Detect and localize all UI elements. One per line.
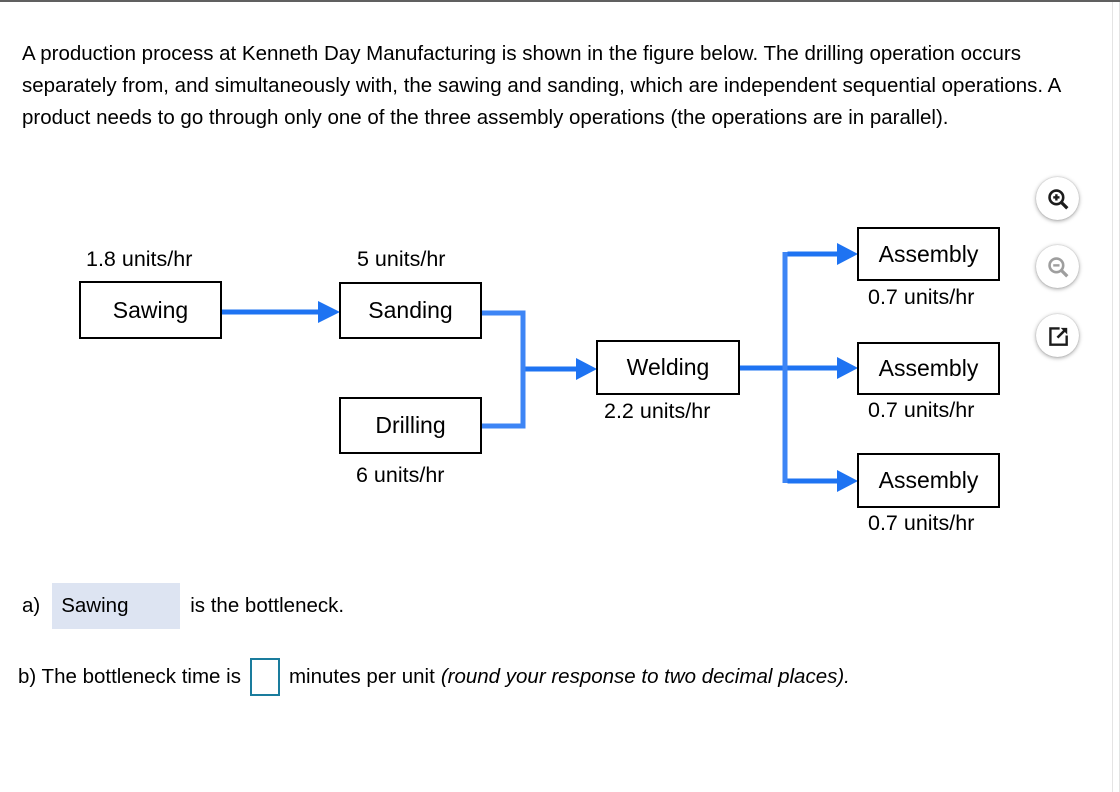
node-assembly-middle: Assembly [857,342,1000,395]
zoom-in-icon [1047,188,1068,209]
scrollbar[interactable] [1112,2,1120,792]
answer-b-prefix: b) The bottleneck time is [18,665,241,688]
node-assembly-middle-label: Assembly [878,355,979,381]
node-sanding: Sanding [339,282,482,339]
open-in-new-window-button[interactable] [1036,314,1079,357]
rate-label-drilling: 6 units/hr [356,463,445,487]
answer-b-note: (round your response to two decimal plac… [440,665,850,688]
rate-label-assembly-top: 0.7 units/hr [868,285,975,309]
node-assembly-top: Assembly [857,227,1000,281]
answer-a-prefix: a) [22,594,41,617]
node-assembly-bottom-label: Assembly [878,467,979,493]
node-sawing-label: Sawing [112,296,189,323]
answer-row-a: a) Sawing is the bottleneck. [22,583,344,629]
answer-b-suffix: minutes per unit [288,665,435,688]
node-sanding-label: Sanding [368,297,453,323]
zoom-in-button[interactable] [1036,177,1079,220]
rate-label-sawing: 1.8 units/hr [86,247,193,271]
rate-label-assembly-middle: 0.7 units/hr [868,398,975,422]
answer-a-select[interactable]: Sawing [52,583,181,629]
node-drilling: Drilling [339,397,482,454]
open-in-new-icon [1048,326,1068,346]
rate-label-assembly-bottom: 0.7 units/hr [868,511,975,535]
rate-label-welding: 2.2 units/hr [604,399,711,423]
zoom-out-icon [1047,256,1068,277]
answer-a-selected-value: Sawing [61,594,129,617]
answer-row-b: b) The bottleneck time is minutes per un… [18,654,850,700]
answer-a-suffix: is the bottleneck. [190,594,345,617]
rate-label-sanding: 5 units/hr [357,247,446,271]
zoom-out-button[interactable] [1036,245,1079,288]
answer-b-input[interactable] [249,658,280,696]
node-assembly-top-label: Assembly [878,240,979,267]
question-text: A production process at Kenneth Day Manu… [22,41,1061,129]
node-drilling-label: Drilling [375,412,446,438]
node-sawing: Sawing [79,281,222,339]
node-welding: Welding [596,340,740,395]
node-assembly-bottom: Assembly [857,453,1000,508]
node-welding-label: Welding [626,354,710,380]
